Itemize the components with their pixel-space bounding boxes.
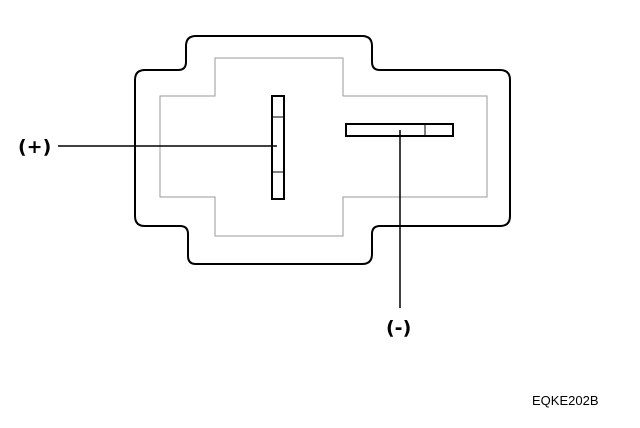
connector-housing-outline (134, 35, 511, 265)
figure-code: EQKE202B (532, 393, 599, 408)
negative-label: (-) (386, 317, 411, 339)
positive-terminal (271, 95, 285, 200)
connector-inner-outline (159, 57, 488, 237)
positive-label: (+) (18, 136, 51, 158)
